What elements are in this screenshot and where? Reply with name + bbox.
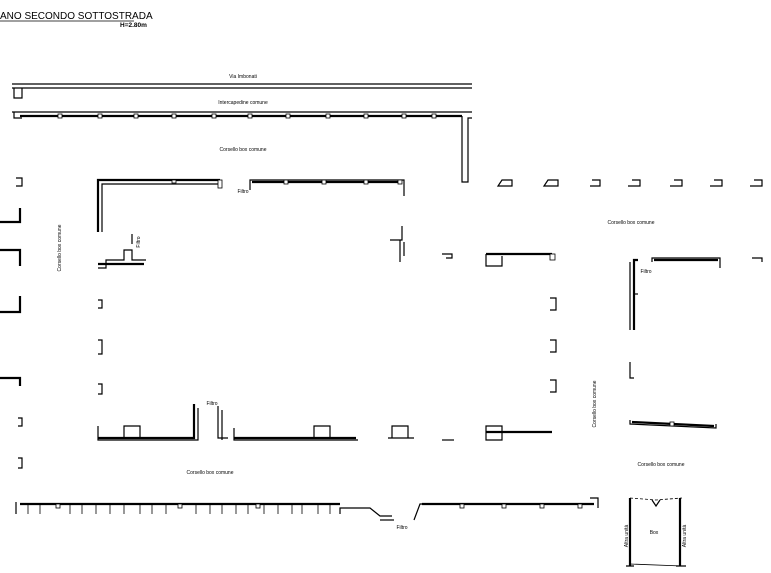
left-perimeter <box>0 177 23 469</box>
filtro-top-label: Filtro <box>237 189 248 195</box>
filtro-mid-label: Filtro <box>206 401 217 407</box>
plan-title: ANO SECONDO SOTTOSTRADA <box>0 11 153 22</box>
intercapedine-label: Intercapedine comune <box>218 100 268 106</box>
bottom-wall: Filtro <box>15 497 599 531</box>
altra-unita-left-label: Altra unità <box>624 525 630 548</box>
filtro-bottom-label: Filtro <box>396 525 407 531</box>
right-top-pillars <box>496 179 763 187</box>
intercapedine: Intercapedine comune <box>12 100 472 183</box>
filtro-right-label: Filtro <box>640 269 651 275</box>
corsello-top-label: Corsello box comune <box>220 147 267 153</box>
plan-header: ANO SECONDO SOTTOSTRADA H=2.80m <box>0 11 153 29</box>
central-block: Filtro <box>97 226 557 441</box>
corsello-left-label: Corsello box comune <box>57 224 63 271</box>
altra-unita-right-label: Altra unità <box>682 525 688 548</box>
street-label: Via Imbonati <box>229 74 257 80</box>
corsello-right-top-label: Corsello box comune <box>608 220 655 226</box>
corsello-bottom-label: Corsello box comune <box>187 470 234 476</box>
plan-height: H=2.80m <box>120 22 147 29</box>
box-label: Box <box>650 530 659 536</box>
filtro-left-label: Filtro <box>136 236 142 247</box>
top-inner-walls: Filtro Filtro <box>96 178 405 269</box>
right-rooms: Filtro Corsello box comune Corsello box … <box>592 257 763 468</box>
corsello-bottom-right-label: Corsello box comune <box>638 462 685 468</box>
corsello-right-vertical-label: Corsello box comune <box>592 380 598 427</box>
street-band: Via Imbonati <box>12 74 472 99</box>
box-unit: Box Altra unità Altra unità <box>624 497 688 567</box>
